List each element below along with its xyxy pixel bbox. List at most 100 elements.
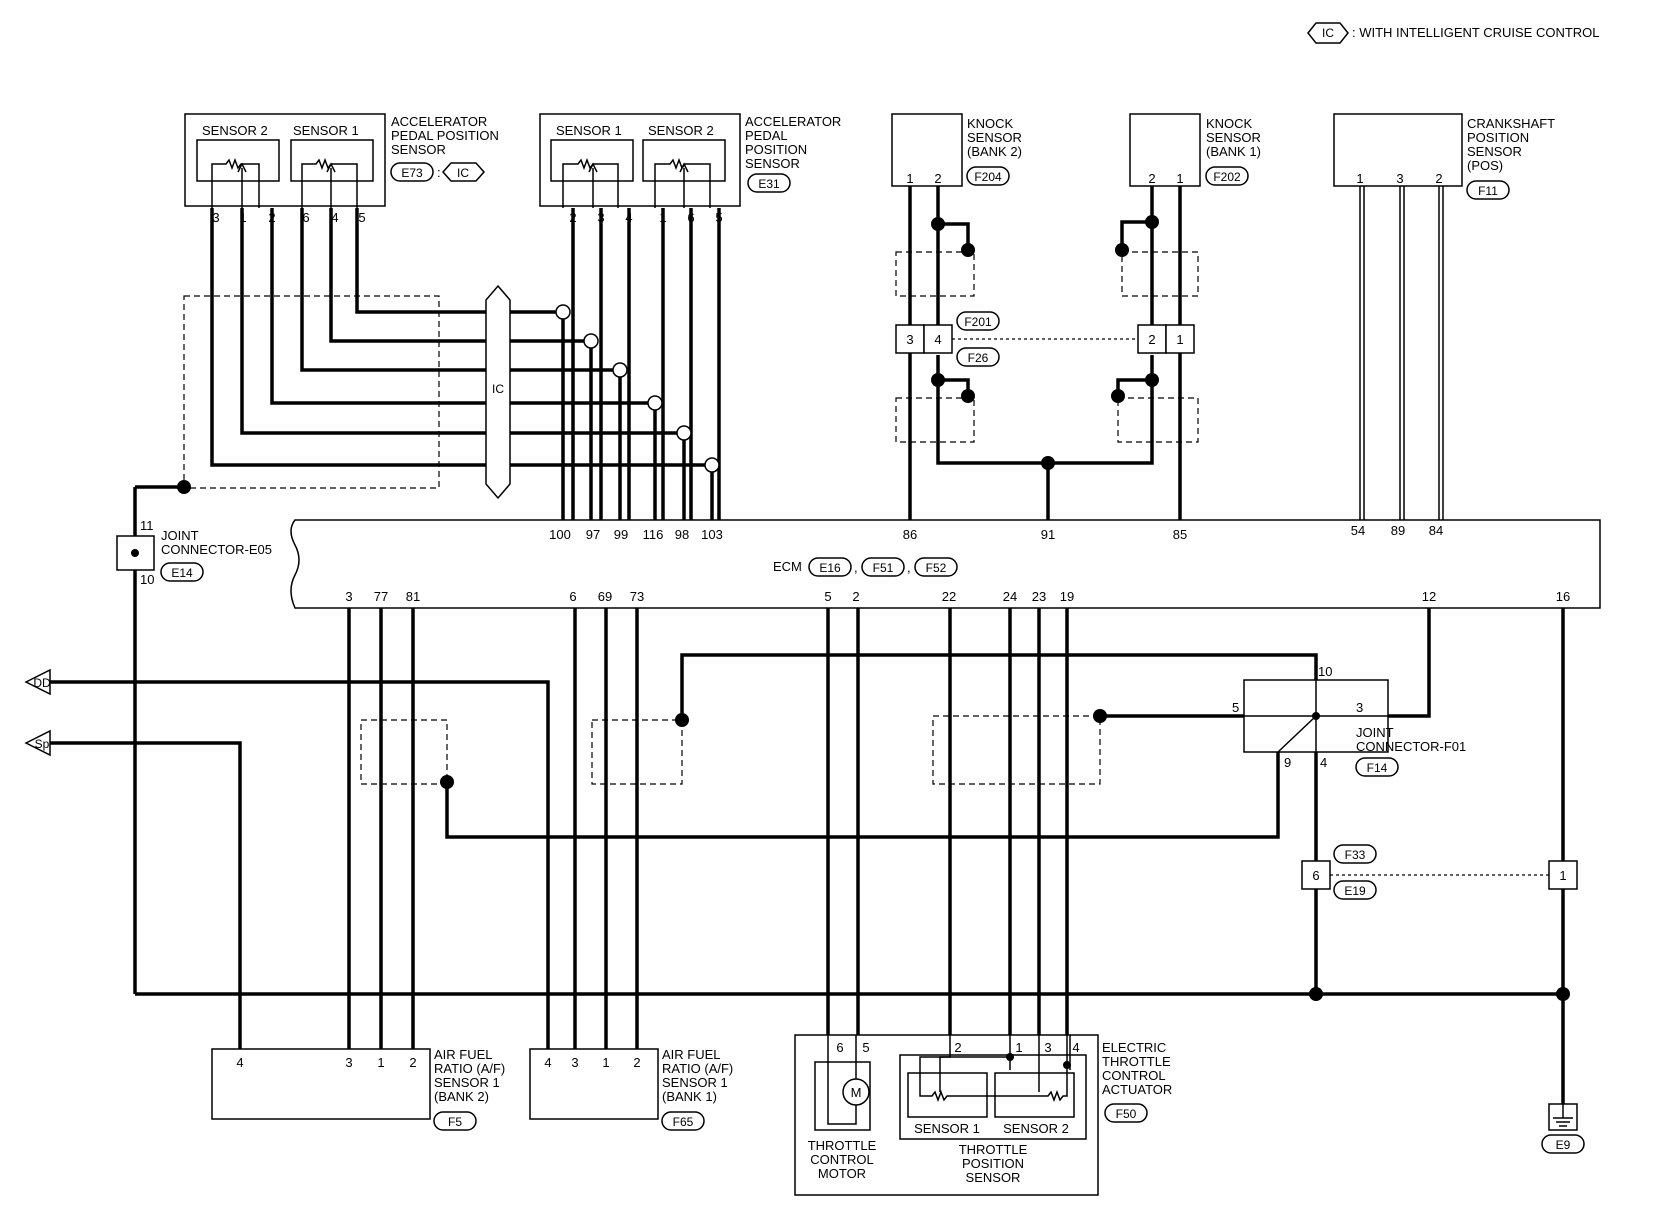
splice-dot — [1111, 389, 1125, 403]
pin-label: 84 — [1429, 523, 1443, 538]
ecm-connector-tag: F51 — [873, 561, 894, 575]
pin-label: 3 — [906, 332, 913, 347]
pin-label: 73 — [630, 589, 644, 604]
apps-connector-tag: E31 — [758, 177, 780, 191]
ecm-label: ECM — [773, 559, 802, 574]
e19-tag: E19 — [1344, 884, 1366, 898]
splice-dot — [1145, 373, 1159, 387]
af1-connector-tag: F65 — [673, 1115, 694, 1129]
pin-label: 3 — [1044, 1040, 1051, 1055]
splice-dot — [961, 243, 975, 257]
pin-label: 2 — [954, 1040, 961, 1055]
pin-label: 5 — [1232, 700, 1239, 715]
ic-selector-label: IC — [492, 382, 504, 396]
af2-name-1: AIR FUEL — [434, 1047, 493, 1062]
pin-label: 2 — [852, 589, 859, 604]
crank-name-4: (POS) — [1467, 158, 1503, 173]
apps-name-1: ACCELERATOR — [745, 114, 841, 129]
pin-label: 11 — [140, 518, 154, 533]
pin-label: 1 — [1176, 171, 1183, 186]
crank-name-3: SENSOR — [1467, 144, 1522, 159]
joint-f01-connector-tag: F14 — [1367, 761, 1388, 775]
f26-tag: F26 — [968, 351, 989, 365]
svg-text:,: , — [854, 560, 858, 575]
af1-name-4: (BANK 1) — [662, 1089, 717, 1104]
junction-ring — [676, 425, 692, 441]
joint-connector-e05: 11 10 JOINT CONNECTOR-E05 E14 — [116, 480, 272, 994]
splice-dot — [440, 775, 454, 789]
motor-name-3: MOTOR — [818, 1166, 866, 1181]
pin-label: 3 — [345, 589, 352, 604]
electric-throttle-control-actuator: 6 5 2 1 3 4 M THROTTLE CONTROL MOTOR SEN… — [794, 1034, 1172, 1196]
crank-name-2: POSITION — [1467, 130, 1529, 145]
pin-label: 91 — [1041, 527, 1055, 542]
tps-sensor2-label: SENSOR 2 — [1003, 1121, 1069, 1136]
knock1-name-3: (BANK 1) — [1206, 144, 1261, 159]
joint-e05-connector-tag: E14 — [171, 566, 193, 580]
splice-dot — [1145, 215, 1159, 229]
joint-e05-name-1: JOINT — [161, 528, 199, 543]
joint-f01-name-2: CONNECTOR-F01 — [1356, 739, 1466, 754]
potentiometer-icon — [562, 157, 619, 208]
pin-label: 3 — [345, 1055, 352, 1070]
ground-icon — [1553, 1104, 1573, 1127]
pin-label: 6 — [836, 1040, 843, 1055]
apps-ic-name-1: ACCELERATOR — [391, 114, 487, 129]
pin-label: 99 — [614, 527, 628, 542]
pin-label: 6 — [569, 589, 576, 604]
af2-name-2: RATIO (A/F) — [434, 1061, 505, 1076]
af-sensor-bank1: 4 3 1 2 AIR FUEL RATIO (A/F) SENSOR 1 (B… — [529, 1047, 733, 1131]
svg-text::: : — [437, 165, 441, 180]
potentiometer-icon — [654, 157, 711, 208]
apps-ic-sensor2-label: SENSOR 2 — [202, 123, 268, 138]
motor-name-1: THROTTLE — [808, 1138, 877, 1153]
pin-label: 2 — [633, 1055, 640, 1070]
pin-label: 4 — [1320, 755, 1327, 770]
ecm-connector-tag: E16 — [819, 561, 841, 575]
ic-selector-switch: IC — [485, 284, 511, 500]
apps-name-3: POSITION — [745, 142, 807, 157]
pin-label: 6 — [1312, 868, 1319, 883]
pin-label: 77 — [374, 589, 388, 604]
pin-label: 4 — [1072, 1040, 1079, 1055]
joint-f01-name-1: JOINT — [1356, 725, 1394, 740]
pin-label: 19 — [1060, 589, 1074, 604]
legend: IC : WITH INTELLIGENT CRUISE CONTROL — [1307, 22, 1600, 44]
offpage-sp: Sp — [24, 729, 242, 1049]
af1-name-2: RATIO (A/F) — [662, 1061, 733, 1076]
pin-label: 1 — [377, 1055, 384, 1070]
pin-label: 2 — [1435, 171, 1442, 186]
apps-ic-sensor1-label: SENSOR 1 — [293, 123, 359, 138]
junction-ring — [555, 304, 571, 320]
knock-wiring — [895, 186, 1199, 530]
pin-label: 89 — [1391, 523, 1405, 538]
pin-label: 97 — [586, 527, 600, 542]
pin-label: 5 — [358, 210, 365, 225]
splice-dot — [931, 373, 945, 387]
splice-dot — [931, 217, 945, 231]
splice-dot — [1309, 987, 1323, 1001]
pin-label: 2 — [934, 171, 941, 186]
pin-label: 16 — [1556, 589, 1570, 604]
pin-label: 2 — [409, 1055, 416, 1070]
etc-name-2: THROTTLE — [1102, 1054, 1171, 1069]
pin-label: 4 — [236, 1055, 243, 1070]
pin-label: 9 — [1284, 755, 1291, 770]
knock2-name-1: KNOCK — [967, 116, 1014, 131]
ecm: ECM E16 , F51 , F52 100 97 99 116 98 103… — [290, 519, 1601, 609]
potentiometer-icon — [301, 157, 358, 208]
ground: E9 — [1541, 1103, 1585, 1154]
offpage-dd: DD — [24, 668, 550, 1049]
pin-label: 1 — [1015, 1040, 1022, 1055]
apps-ic-name-2: PEDAL POSITION — [391, 128, 499, 143]
pin-label: 12 — [1422, 589, 1436, 604]
tps-name-3: SENSOR — [966, 1170, 1021, 1185]
pin-label: 2 — [1148, 332, 1155, 347]
apps-ic-sensor: SENSOR 2 SENSOR 1 ACCELERATOR PEDAL POSI… — [184, 113, 499, 225]
crank-name-1: CRANKSHAFT — [1467, 116, 1555, 131]
pin-label: 23 — [1032, 589, 1046, 604]
knock2-name-2: SENSOR — [967, 130, 1022, 145]
knock2-connector-tag: F204 — [974, 170, 1002, 184]
pin-label: 86 — [903, 527, 917, 542]
knock2-name-3: (BANK 2) — [967, 144, 1022, 159]
